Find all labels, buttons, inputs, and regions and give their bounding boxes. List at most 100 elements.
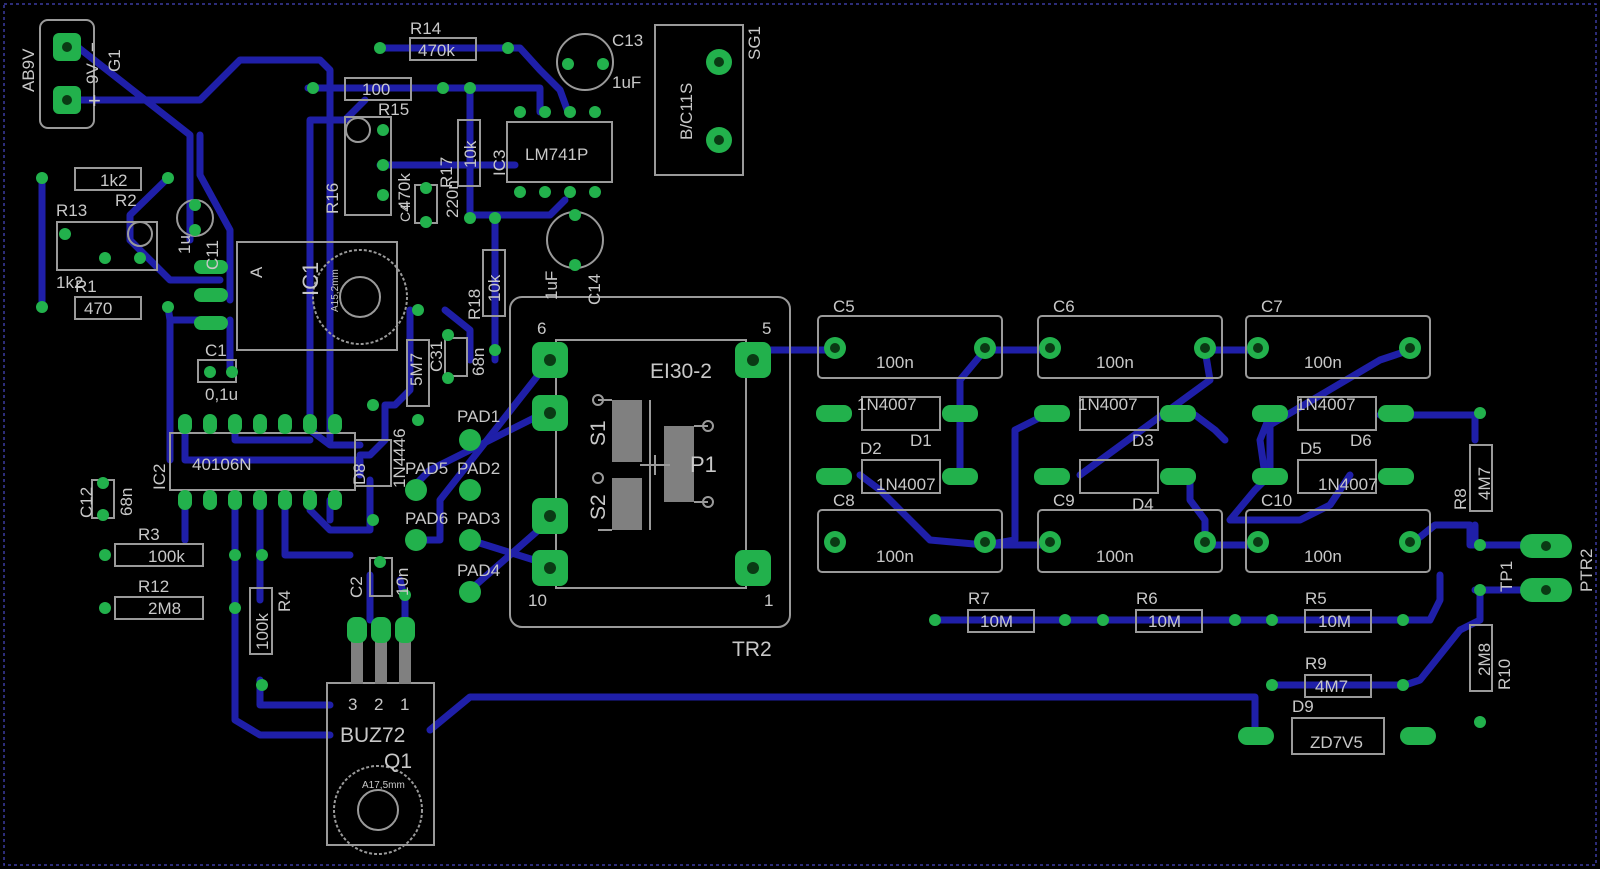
label-c7-value: 100n bbox=[1304, 353, 1342, 372]
label-c11-value: 1u bbox=[175, 235, 194, 254]
label-g1-9v: 9V bbox=[83, 63, 102, 84]
label-d5-part: 1N4007 bbox=[1318, 475, 1378, 494]
label-tp1: TP1 bbox=[1497, 561, 1516, 592]
label-pad6: PAD6 bbox=[405, 509, 448, 528]
label-d9: D9 bbox=[1292, 697, 1314, 716]
label-c12: C12 bbox=[77, 487, 96, 518]
label-q1-pin1: 1 bbox=[400, 695, 409, 714]
label-c8-value: 100n bbox=[876, 547, 914, 566]
label-c31-value: 68n bbox=[469, 348, 488, 376]
label-ic3: IC3 bbox=[490, 150, 509, 176]
label-c9-value: 100n bbox=[1096, 547, 1134, 566]
label-c14-value: 1uF bbox=[542, 271, 561, 300]
label-r5-value: 10M bbox=[1318, 612, 1351, 631]
label-ic1-a: A bbox=[247, 266, 266, 278]
label-sg1-part: B/C11S bbox=[677, 83, 696, 140]
label-c2: C2 bbox=[347, 576, 366, 598]
label-r6: R6 bbox=[1136, 589, 1158, 608]
label-c220: 220n bbox=[443, 180, 462, 218]
label-r17-value: 10k bbox=[461, 140, 480, 168]
label-d8: D8 bbox=[350, 463, 369, 485]
label-q1: Q1 bbox=[384, 750, 412, 773]
label-c1: C1 bbox=[205, 341, 227, 360]
label-c8: C8 bbox=[833, 491, 855, 510]
label-r1: R1 bbox=[75, 277, 97, 296]
pad-holes bbox=[62, 42, 1551, 595]
label-r16: R16 bbox=[323, 183, 342, 214]
label-ic3-part: LM741P bbox=[525, 145, 588, 164]
transformer-lines bbox=[592, 394, 714, 531]
label-g1-minus: − bbox=[83, 42, 102, 52]
label-c5-value: 100n bbox=[876, 353, 914, 372]
label-s1: S1 bbox=[587, 420, 610, 446]
transformer-windings bbox=[612, 400, 694, 530]
label-r15: R15 bbox=[378, 100, 409, 119]
label-r17: R17 bbox=[437, 157, 456, 188]
label-pad4: PAD4 bbox=[457, 561, 500, 580]
label-r9: R9 bbox=[1305, 654, 1327, 673]
label-c2-value: 10n bbox=[393, 568, 412, 596]
label-r4: R4 bbox=[275, 590, 294, 612]
label-c5: C5 bbox=[833, 297, 855, 316]
label-r18-value: 10k bbox=[485, 274, 504, 302]
label-ic2-part: 40106N bbox=[192, 455, 252, 474]
label-c31: C31 bbox=[427, 341, 446, 372]
label-q1-part: BUZ72 bbox=[340, 724, 405, 747]
label-pad5: PAD5 bbox=[405, 459, 448, 478]
label-r3: R3 bbox=[138, 525, 160, 544]
label-d3-part: 1N4007 bbox=[1078, 395, 1138, 414]
label-ic2: IC2 bbox=[150, 464, 169, 490]
label-c4-value: 470k bbox=[395, 173, 414, 210]
label-pad3: PAD3 bbox=[457, 509, 500, 528]
label-c13: C13 bbox=[612, 31, 643, 50]
label-r2: R2 bbox=[115, 191, 137, 210]
label-d1-part: 1N4007 bbox=[857, 395, 917, 414]
label-r10-value: 2M8 bbox=[1475, 643, 1494, 676]
label-ptr2: PTR2 bbox=[1577, 549, 1596, 592]
label-tr2-pin5: 5 bbox=[762, 319, 771, 338]
label-r9-value: 4M7 bbox=[1315, 677, 1348, 696]
label-c12-value: 68n bbox=[117, 488, 136, 516]
label-c6: C6 bbox=[1053, 297, 1075, 316]
label-r4-value: 100k bbox=[253, 613, 272, 650]
label-tr2: TR2 bbox=[732, 638, 772, 661]
label-p1: P1 bbox=[690, 452, 717, 477]
label-r8: R8 bbox=[1451, 488, 1470, 510]
label-r7-value: 10M bbox=[980, 612, 1013, 631]
label-ic1-heatsink: A15,2mm bbox=[330, 269, 341, 312]
label-tr2-pin1: 1 bbox=[764, 591, 773, 610]
label-c9: C9 bbox=[1053, 491, 1075, 510]
label-r15-value: 100 bbox=[362, 80, 390, 99]
label-tr2-pin10: 10 bbox=[528, 591, 547, 610]
label-r14-value: 470k bbox=[418, 41, 455, 60]
label-c4: C4 bbox=[397, 204, 413, 222]
label-g1-plus: + bbox=[88, 88, 101, 113]
label-d8-part: 1N4446 bbox=[390, 428, 409, 488]
label-d4: D4 bbox=[1132, 495, 1154, 514]
label-c10: C10 bbox=[1261, 491, 1292, 510]
label-r3-value: 100k bbox=[148, 547, 185, 566]
label-d6: D6 bbox=[1350, 431, 1372, 450]
label-d5: D5 bbox=[1300, 439, 1322, 458]
label-tr2-pin6: 6 bbox=[537, 319, 546, 338]
label-c13-value: 1uF bbox=[612, 73, 641, 92]
label-r8-value: 4M7 bbox=[1475, 467, 1494, 500]
label-r13-value: 1k2 bbox=[56, 273, 83, 292]
label-r12-value: 2M8 bbox=[148, 599, 181, 618]
label-r2-value: 1k2 bbox=[100, 171, 127, 190]
label-c11: C11 bbox=[203, 240, 222, 270]
label-c10-value: 100n bbox=[1304, 547, 1342, 566]
silkscreen-labels: AB9V 9V − G1 + R14 470k C13 1uF SG1 B/C1… bbox=[19, 19, 1596, 791]
label-d6-part: 1N4007 bbox=[1296, 395, 1356, 414]
label-pad2: PAD2 bbox=[457, 459, 500, 478]
label-tr2-part: EI30-2 bbox=[650, 360, 712, 383]
label-ic1: IC1 bbox=[298, 262, 323, 296]
board-frame bbox=[3, 3, 1597, 866]
label-r6-value: 10M bbox=[1148, 612, 1181, 631]
label-c6-value: 100n bbox=[1096, 353, 1134, 372]
label-g1: G1 bbox=[105, 49, 124, 72]
label-d3: D3 bbox=[1132, 431, 1154, 450]
label-q1-pin3: 3 bbox=[348, 695, 357, 714]
